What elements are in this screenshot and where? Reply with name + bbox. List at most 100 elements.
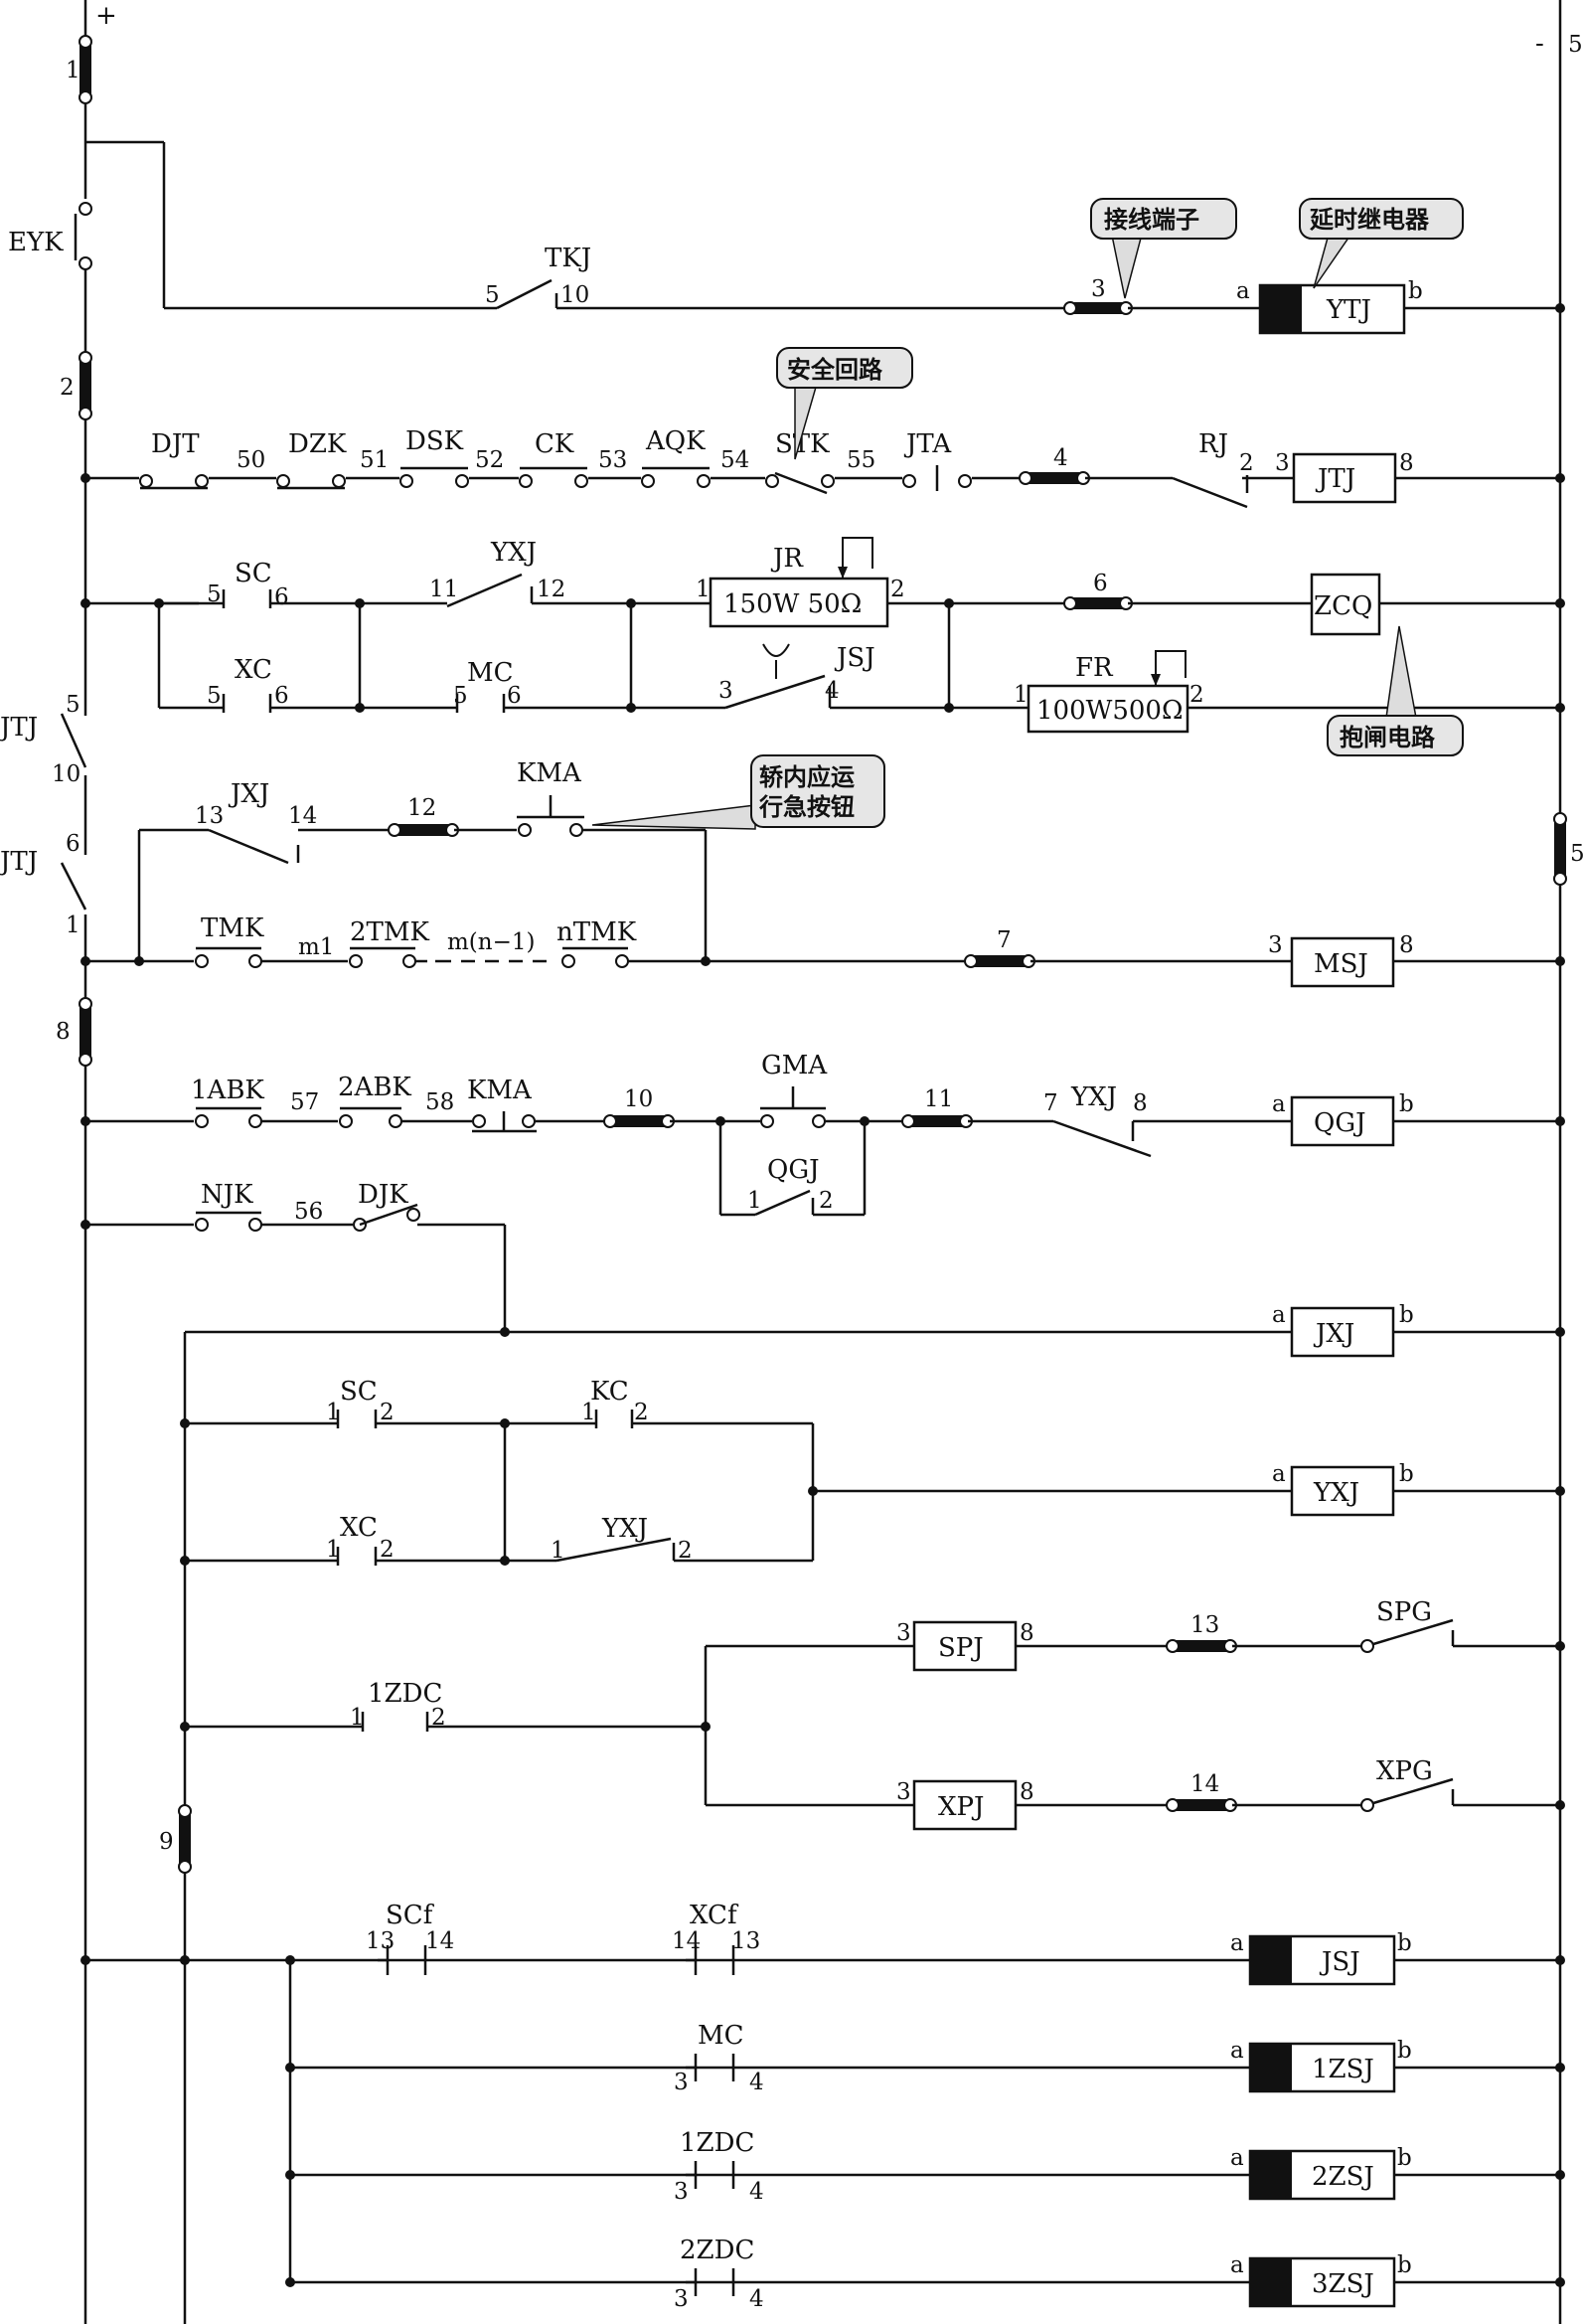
svg-text:5: 5 — [207, 581, 222, 607]
svg-text:YXJ: YXJ — [1313, 1478, 1359, 1508]
svg-text:a: a — [1272, 1091, 1286, 1117]
svg-text:100W500Ω: 100W500Ω — [1036, 696, 1184, 726]
svg-text:7: 7 — [997, 927, 1012, 953]
svg-text:a: a — [1230, 2145, 1244, 2171]
svg-text:YXJ: YXJ — [601, 1514, 648, 1544]
svg-text:JSJ: JSJ — [1319, 1947, 1360, 1977]
plus-sign: + — [95, 1, 117, 31]
contact-JTJ-5-10: JTJ 5 10 — [0, 692, 93, 787]
row-SC-KC-YXJ: SC 1 2 KC 1 2 XC 1 2 YXJ 1 2 — [180, 1377, 1292, 1566]
svg-text:3: 3 — [674, 2286, 689, 2312]
svg-text:KMA: KMA — [517, 758, 582, 788]
svg-text:12: 12 — [407, 795, 436, 821]
svg-text:56: 56 — [294, 1199, 323, 1225]
svg-text:MSJ: MSJ — [1314, 949, 1368, 979]
svg-text:8: 8 — [1133, 1090, 1148, 1116]
svg-text:14: 14 — [1190, 1771, 1219, 1797]
svg-text:DJT: DJT — [151, 429, 200, 459]
svg-text:XPJ: XPJ — [938, 1792, 984, 1822]
contact-JTJ-6-1: JTJ 6 1 — [0, 831, 93, 938]
svg-text:TKJ: TKJ — [545, 244, 591, 273]
svg-text:55: 55 — [847, 447, 875, 473]
svg-text:MC: MC — [467, 658, 514, 688]
svg-text:4: 4 — [1053, 445, 1068, 471]
svg-text:51: 51 — [360, 447, 389, 473]
svg-text:DJK: DJK — [358, 1180, 408, 1210]
svg-text:3: 3 — [674, 2070, 689, 2095]
svg-text:SCf: SCf — [386, 1901, 435, 1930]
svg-text:SC: SC — [340, 1377, 378, 1407]
svg-text:6: 6 — [274, 683, 289, 709]
svg-text:3: 3 — [674, 2179, 689, 2205]
svg-text:1ZDC: 1ZDC — [368, 1679, 442, 1709]
svg-text:a: a — [1230, 1930, 1244, 1956]
svg-text:KMA: KMA — [467, 1076, 533, 1105]
svg-text:JXJ: JXJ — [1313, 1319, 1354, 1349]
row-safety-circuit: DJT 50 DZK 51 DSK 52 CK 53 AQK 54 S — [80, 426, 1294, 509]
svg-text:2: 2 — [819, 1188, 834, 1214]
svg-text:2TMK: 2TMK — [350, 917, 430, 947]
svg-text:b: b — [1399, 1302, 1414, 1328]
svg-text:JTJ: JTJ — [0, 713, 38, 743]
svg-text:1: 1 — [326, 1400, 341, 1425]
svg-text:4: 4 — [825, 678, 840, 704]
svg-text:b: b — [1399, 1091, 1414, 1117]
svg-text:2: 2 — [380, 1537, 395, 1563]
svg-text:XPG: XPG — [1376, 1756, 1433, 1786]
row-2ZDC-3ZSJ: 2ZDC 3 4 — [285, 2236, 1250, 2312]
svg-text:QGJ: QGJ — [1314, 1108, 1366, 1138]
minus-sign: - — [1535, 29, 1544, 59]
terminal-fuse-1: 1 — [66, 35, 92, 104]
row-SCf-XCf-JSJ: SCf 13 14 XCf 14 13 — [80, 1901, 1250, 1975]
svg-text:5: 5 — [66, 692, 80, 718]
svg-text:m(n−1): m(n−1) — [447, 929, 535, 955]
svg-text:行急按钮: 行急按钮 — [758, 793, 855, 821]
relay-3ZSJ: 3ZSJ a b — [1230, 2252, 1565, 2308]
svg-text:安全回路: 安全回路 — [787, 356, 883, 384]
svg-text:DZK: DZK — [288, 429, 347, 459]
relay-1ZSJ: 1ZSJ a b — [1230, 2038, 1565, 2093]
svg-text:3: 3 — [1275, 450, 1290, 476]
svg-text:a: a — [1230, 2252, 1244, 2278]
svg-text:5: 5 — [453, 683, 468, 709]
svg-text:4: 4 — [749, 2286, 764, 2312]
svg-text:6: 6 — [507, 683, 522, 709]
svg-text:TMK: TMK — [201, 913, 264, 943]
row-1ZDC-2ZSJ: 1ZDC 3 4 — [285, 2128, 1250, 2205]
callout-delay-relay: 延时继电器 — [1299, 198, 1464, 289]
callout-brake: 抱闸电路 — [1327, 625, 1464, 756]
svg-text:1ZDC: 1ZDC — [680, 2128, 754, 2158]
svg-text:SPJ: SPJ — [938, 1633, 984, 1663]
svg-text:JTJ: JTJ — [0, 847, 38, 877]
terminal-fuse-2: 2 — [60, 351, 92, 420]
svg-text:50: 50 — [237, 447, 265, 473]
svg-text:1: 1 — [696, 577, 711, 602]
svg-text:10: 10 — [52, 761, 80, 787]
svg-text:8: 8 — [1399, 932, 1414, 958]
svg-text:a: a — [1236, 278, 1250, 304]
svg-text:b: b — [1397, 2038, 1412, 2064]
svg-text:3: 3 — [1268, 932, 1283, 958]
svg-text:2: 2 — [890, 577, 905, 602]
svg-text:150W 50Ω: 150W 50Ω — [723, 589, 862, 619]
svg-text:CK: CK — [535, 429, 574, 459]
svg-text:2: 2 — [678, 1538, 693, 1564]
svg-text:2: 2 — [60, 375, 75, 401]
svg-text:2ZSJ: 2ZSJ — [1312, 2162, 1374, 2192]
svg-text:11: 11 — [429, 577, 458, 602]
svg-text:YXJ: YXJ — [1070, 1082, 1117, 1112]
svg-text:10: 10 — [560, 282, 589, 308]
svg-text:3: 3 — [1091, 276, 1106, 302]
svg-text:2: 2 — [431, 1705, 446, 1731]
svg-text:8: 8 — [1020, 1779, 1034, 1805]
relay-JTJ: JTJ 8 — [1292, 450, 1565, 504]
svg-text:SPG: SPG — [1376, 1597, 1432, 1627]
svg-text:JTA: JTA — [903, 429, 952, 459]
svg-text:QGJ: QGJ — [767, 1155, 820, 1185]
svg-text:XC: XC — [235, 655, 272, 685]
svg-text:YXJ: YXJ — [490, 538, 537, 568]
svg-text:8: 8 — [56, 1019, 71, 1045]
svg-text:1: 1 — [1014, 682, 1029, 708]
svg-text:5: 5 — [485, 282, 500, 308]
svg-text:2ZDC: 2ZDC — [680, 2236, 754, 2265]
